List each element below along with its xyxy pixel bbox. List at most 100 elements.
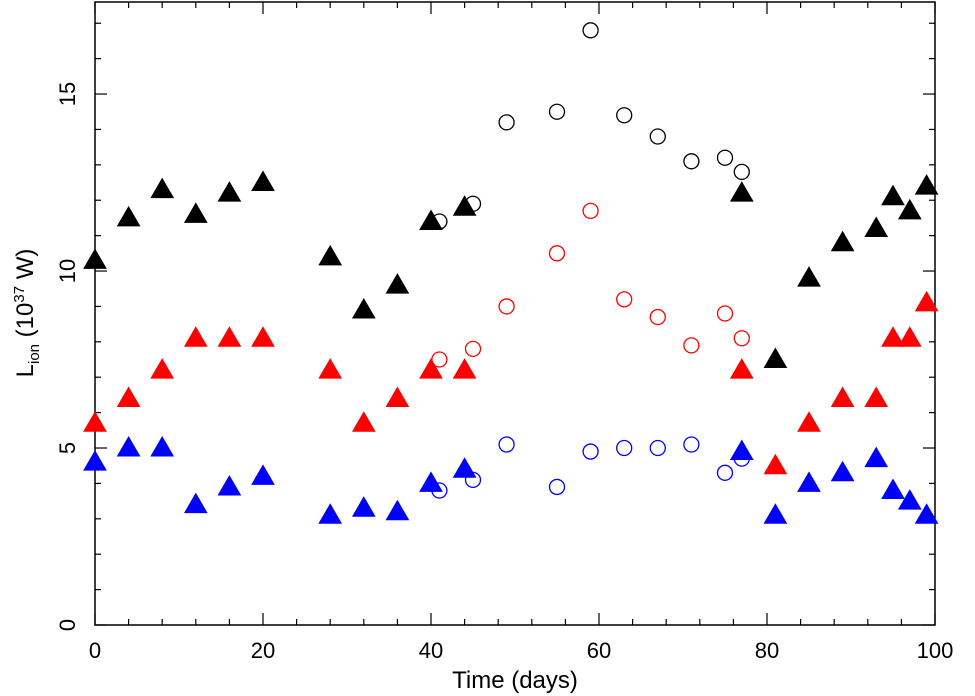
triangle-point <box>251 464 275 485</box>
x-tick-label: 100 <box>917 638 954 663</box>
circle-point <box>464 340 482 358</box>
triangle-point <box>83 248 107 269</box>
data-marks <box>83 22 939 524</box>
triangle-point <box>150 177 175 199</box>
triangle-point <box>452 195 477 216</box>
triangle-point <box>897 326 922 347</box>
triangle-point <box>729 181 754 202</box>
triangle-point <box>217 326 242 347</box>
triangle-point <box>351 411 376 432</box>
triangle-point <box>881 184 905 206</box>
y-axis-title-sub: ion <box>26 344 43 364</box>
circle-point <box>582 202 599 219</box>
triangle-point <box>897 489 922 510</box>
triangle-point <box>881 326 905 347</box>
triangle-point <box>83 411 107 432</box>
y-tick-label: 15 <box>55 82 80 106</box>
circle-point <box>464 471 482 489</box>
triangle-point <box>419 471 443 492</box>
triangle-point <box>914 174 939 195</box>
y-axis-title-suffix: W) <box>12 249 39 286</box>
triangle-point <box>830 460 855 482</box>
triangle-point <box>763 453 788 475</box>
y-axis-title-sup: 37 <box>11 286 28 303</box>
triangle-point <box>217 181 242 202</box>
triangle-point <box>452 457 477 478</box>
triangle-point <box>150 358 175 379</box>
circle-point <box>683 436 700 453</box>
triangle-point <box>183 492 208 514</box>
triangle-point <box>797 266 821 287</box>
circle-point <box>431 213 448 230</box>
circle-point <box>649 128 666 145</box>
triangle-point <box>318 358 343 379</box>
circle-point <box>733 450 750 467</box>
triangle-point <box>419 209 443 230</box>
circle-point <box>733 163 750 181</box>
circle-point <box>498 114 515 131</box>
triangle-point <box>830 230 855 252</box>
circle-point <box>548 478 566 496</box>
triangle-point <box>763 347 788 369</box>
y-tick-label: 10 <box>55 259 80 283</box>
axis-ticks <box>94 2 936 626</box>
circle-point <box>431 351 448 368</box>
triangle-point <box>318 244 343 266</box>
circle-point <box>431 482 448 499</box>
triangle-point <box>881 478 905 499</box>
triangle-point <box>150 436 175 457</box>
triangle-point <box>385 499 410 521</box>
circle-point <box>716 149 734 166</box>
circle-point <box>683 337 700 354</box>
triangle-point <box>452 358 477 379</box>
triangle-point <box>385 273 410 294</box>
circle-point <box>464 195 482 212</box>
circle-point <box>716 305 734 322</box>
circle-point <box>616 439 633 457</box>
circle-point <box>716 464 734 481</box>
x-axis-title: Time (days) <box>452 667 578 694</box>
triangle-point <box>864 446 889 468</box>
triangle-point <box>864 386 889 407</box>
triangle-point <box>729 358 754 379</box>
circle-point <box>649 308 666 326</box>
circle-point <box>582 22 599 39</box>
circle-point <box>582 443 599 460</box>
y-axis-title-prefix: (10 <box>12 303 39 344</box>
triangle-point <box>897 198 922 220</box>
series-1 <box>431 22 750 230</box>
triangle-point <box>116 436 141 457</box>
circle-point <box>683 153 700 170</box>
triangle-point <box>83 450 107 471</box>
triangle-point <box>797 411 821 432</box>
circle-point <box>733 330 750 347</box>
x-tick-label: 60 <box>587 638 611 663</box>
triangle-point <box>351 496 376 517</box>
x-tick-label: 20 <box>251 638 275 663</box>
x-tick-label: 0 <box>89 638 101 663</box>
triangle-point <box>797 471 821 492</box>
series-0 <box>83 170 939 369</box>
triangle-point <box>385 386 410 407</box>
y-tick-label: 5 <box>55 442 80 454</box>
triangle-point <box>729 439 754 461</box>
triangle-point <box>251 326 275 347</box>
triangle-point <box>183 326 208 347</box>
triangle-point <box>318 503 343 524</box>
series-2 <box>83 290 939 475</box>
y-axis-title: Lion (1037 W) <box>11 249 43 378</box>
circle-point <box>548 245 566 262</box>
triangle-point <box>864 216 889 238</box>
triangle-point <box>217 474 242 496</box>
series-3 <box>431 202 750 368</box>
x-tick-label: 80 <box>755 638 779 663</box>
triangle-point <box>419 358 443 379</box>
triangle-point <box>251 170 275 192</box>
triangle-point <box>351 297 376 319</box>
y-axis-title-main: L <box>12 364 39 377</box>
circle-point <box>498 298 515 315</box>
circle-point <box>616 291 633 308</box>
circle-point <box>616 107 633 124</box>
